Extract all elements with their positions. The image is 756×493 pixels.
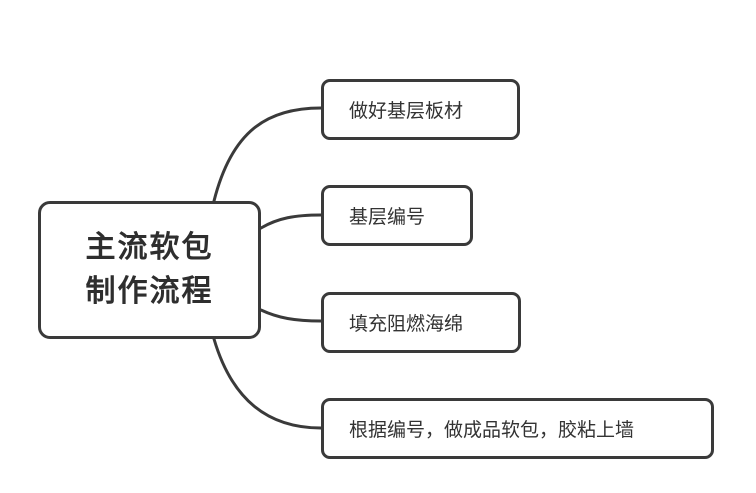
root-topic-line-1: 主流软包 bbox=[85, 230, 214, 265]
subtopic-label-1: 做好基层板材 bbox=[349, 100, 464, 122]
root-topic-node[interactable]: 主流软包 制作流程 bbox=[38, 201, 261, 339]
connector-line-1 bbox=[212, 106, 323, 203]
root-topic-line-2: 制作流程 bbox=[85, 274, 214, 309]
connector-line-2 bbox=[259, 213, 323, 230]
subtopic-label-2: 基层编号 bbox=[349, 206, 426, 228]
subtopic-label-4: 根据编号，做成品软包，胶粘上墙 bbox=[349, 419, 635, 441]
subtopic-node-3[interactable]: 填充阻燃海绵 bbox=[321, 292, 521, 353]
subtopic-node-2[interactable]: 基层编号 bbox=[321, 185, 473, 246]
subtopic-node-1[interactable]: 做好基层板材 bbox=[321, 79, 520, 140]
subtopic-node-4[interactable]: 根据编号，做成品软包，胶粘上墙 bbox=[321, 398, 714, 459]
connector-line-4 bbox=[212, 337, 323, 430]
connector-line-3 bbox=[259, 308, 323, 323]
subtopic-label-3: 填充阻燃海绵 bbox=[349, 313, 464, 335]
